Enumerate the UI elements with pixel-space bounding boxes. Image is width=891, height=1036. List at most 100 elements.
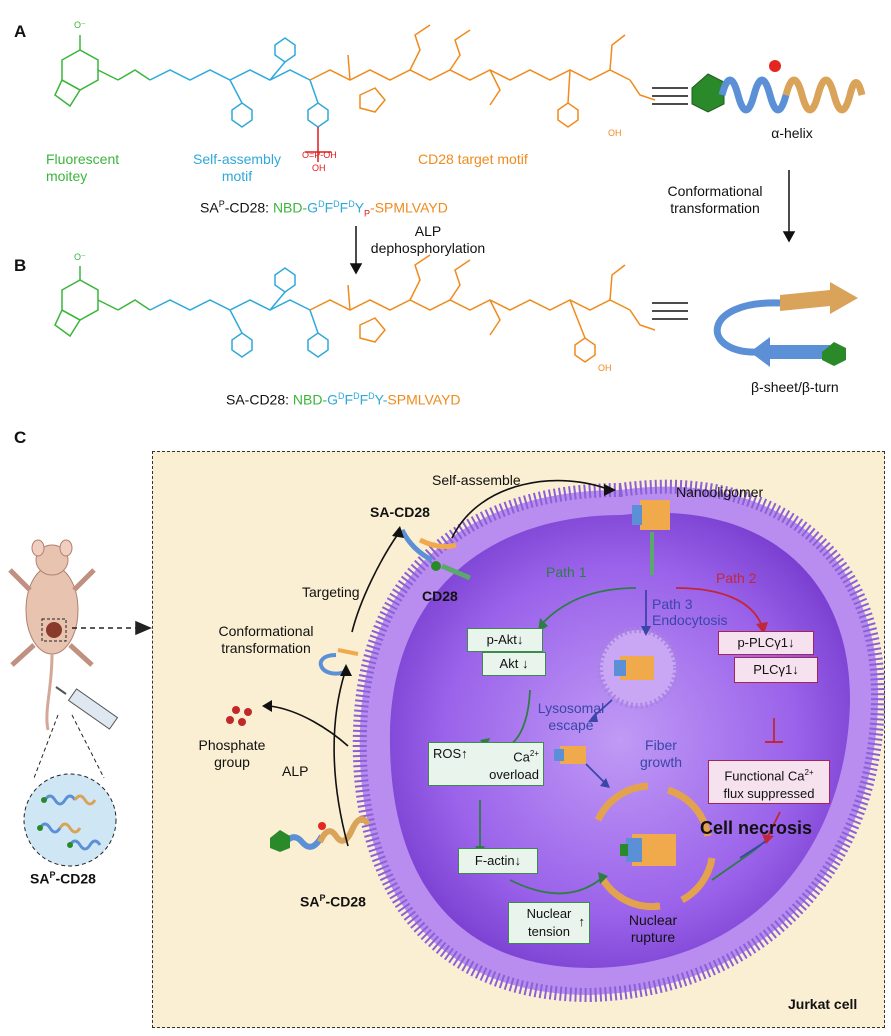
ca-text: Ca (513, 749, 530, 765)
nuclear-tension-line-1: Nuclear (526, 906, 572, 921)
nuclear-tension-arrow: ↑ (578, 914, 586, 929)
seq-g: G (307, 199, 319, 216)
sheet-label: β-sheet/β-turn (751, 379, 839, 395)
structure-b (54, 254, 656, 363)
name-sup: P (218, 199, 225, 209)
chem-phospho: O=P-OH (302, 150, 337, 160)
ros-text: ROS (433, 746, 462, 761)
sa-cd28-label: SA-CD28 (370, 504, 430, 520)
chem-oh-a: OH (608, 128, 622, 138)
f-actin-text: F-actin (474, 853, 515, 868)
sa-cd28-sequence-b: SA-CD28: NBD-GDFDFDY-SPMLVAYD (226, 388, 461, 409)
nuclear-tension-box: Nuclear tension ↑ (508, 902, 590, 944)
seq-f2-b: F (359, 391, 369, 408)
equals-b (652, 302, 688, 320)
chem-oh-b: OH (598, 363, 612, 373)
alp-arrow (349, 226, 363, 275)
self-assembly-label: Self-assembly motif (193, 151, 281, 184)
mouse-label: SAP-CD28 (30, 870, 96, 887)
ros-item: ROS↑ (433, 745, 468, 766)
lysosomal-escape-label: Lysosomal escape (537, 700, 605, 733)
mouse-label-suffix: -CD28 (55, 870, 96, 887)
seq-target: -SPMLVAYD (370, 199, 448, 216)
structure-a (54, 24, 656, 162)
seq-y: Y (354, 199, 365, 216)
sap-main: SA (300, 893, 320, 910)
panel-label-a: A (14, 22, 27, 41)
seq-d1: D (318, 199, 325, 209)
p-akt-box: p-Akt↓ (467, 628, 543, 652)
f-actin-box: F-actin↓ (458, 848, 538, 874)
path3-label: Path 3 (652, 596, 693, 612)
chem-phospho-oh: OH (312, 163, 326, 173)
jurkat-cell-label: Jurkat cell (788, 996, 858, 1012)
seq-d3: D (348, 199, 355, 209)
ca-item: Ca2+ (513, 745, 539, 766)
akt-text: Akt (499, 656, 519, 671)
plc-arrow: ↓ (792, 662, 799, 677)
nuclear-rupture-label: Nuclear rupture (628, 912, 678, 945)
plc-box: PLCγ1↓ (734, 657, 818, 683)
name-b: SA-CD28: (226, 391, 293, 408)
fluorescent-label: Fluorescent moitey (46, 151, 120, 184)
ros-ca-box: ROS↑ Ca2+ overload (428, 742, 544, 786)
helix-icon (691, 60, 866, 114)
alp-dephosphorylation-label: ALP dephosphorylation (370, 223, 486, 256)
p-plc-arrow: ↓ (788, 635, 795, 650)
endocytosis-label: Endocytosis (652, 612, 728, 628)
p-plc-box: p-PLCγ1↓ (718, 631, 814, 655)
functional-ca-line: Functional Ca2+ (709, 764, 829, 785)
alp-c-label: ALP (282, 763, 309, 779)
functional-ca-box: Functional Ca2+ flux suppressed (708, 760, 830, 804)
ros-arrow: ↑ (461, 746, 468, 761)
ca-sup: 2+ (529, 749, 539, 758)
p-akt-text: p-Akt (486, 632, 517, 647)
seq-target-b: SPMLVAYD (387, 391, 461, 408)
cd28-label: CD28 (422, 588, 458, 604)
name-prefix: SA (200, 199, 219, 216)
plc-text: PLCγ1 (753, 662, 793, 677)
seq-d2-b: D (353, 391, 360, 401)
equals-a (652, 87, 688, 105)
f-actin-arrow: ↓ (514, 853, 522, 868)
name-suffix: -CD28: (224, 199, 273, 216)
cd28-motif-label: CD28 target motif (418, 151, 528, 167)
chem-o-minus-b: O⁻ (74, 252, 86, 262)
flux-text: flux suppressed (723, 786, 815, 802)
seq-nbd-b: NBD- (292, 391, 328, 408)
cell-necrosis-label: Cell necrosis (700, 818, 813, 838)
seq-g-b: G (327, 391, 339, 408)
seq-f1-b: F (344, 391, 354, 408)
seq-y-b: Y- (374, 391, 388, 408)
mouse-label-main: SA (30, 870, 50, 887)
seq-d3-b: D (368, 391, 375, 401)
panel-label-b: B (14, 256, 27, 275)
seq-f2: F (339, 199, 349, 216)
akt-arrow: ↓ (521, 656, 529, 671)
phosphate-label: Phosphate group (198, 737, 266, 770)
sap-cd28-sequence-a: SAP-CD28: NBD-GDFDFDYP-SPMLVAYD (200, 196, 448, 222)
conformational-transformation-label: Conformational transformation (667, 183, 763, 216)
nbd-group-a (54, 35, 119, 108)
functional-ca-text: Functional Ca (724, 768, 805, 784)
seq-d2: D (333, 199, 340, 209)
self-assemble-label: Self-assemble (432, 472, 521, 488)
panel-label-c: C (14, 428, 27, 447)
targeting-label: Targeting (302, 584, 360, 600)
p-plc-text: p-PLCγ1 (737, 635, 789, 650)
sap-suffix: -CD28 (325, 893, 366, 910)
conformational-arrow (782, 170, 796, 243)
chem-o-minus-a: O⁻ (74, 20, 86, 30)
conformational-c-label: Conformational transformation (218, 623, 314, 656)
path1-label: Path 1 (546, 564, 587, 580)
seq-p: P (364, 208, 371, 219)
sap-cd28-c-label: SAP-CD28 (300, 890, 366, 911)
sap-sup: P (319, 893, 326, 903)
seq-d1-b: D (338, 391, 345, 401)
seq-nbd: NBD- (272, 199, 308, 216)
seq-f1: F (324, 199, 334, 216)
path2-label: Path 2 (716, 570, 757, 586)
overload-text: overload (489, 767, 539, 783)
functional-ca-sup: 2+ (804, 768, 814, 777)
